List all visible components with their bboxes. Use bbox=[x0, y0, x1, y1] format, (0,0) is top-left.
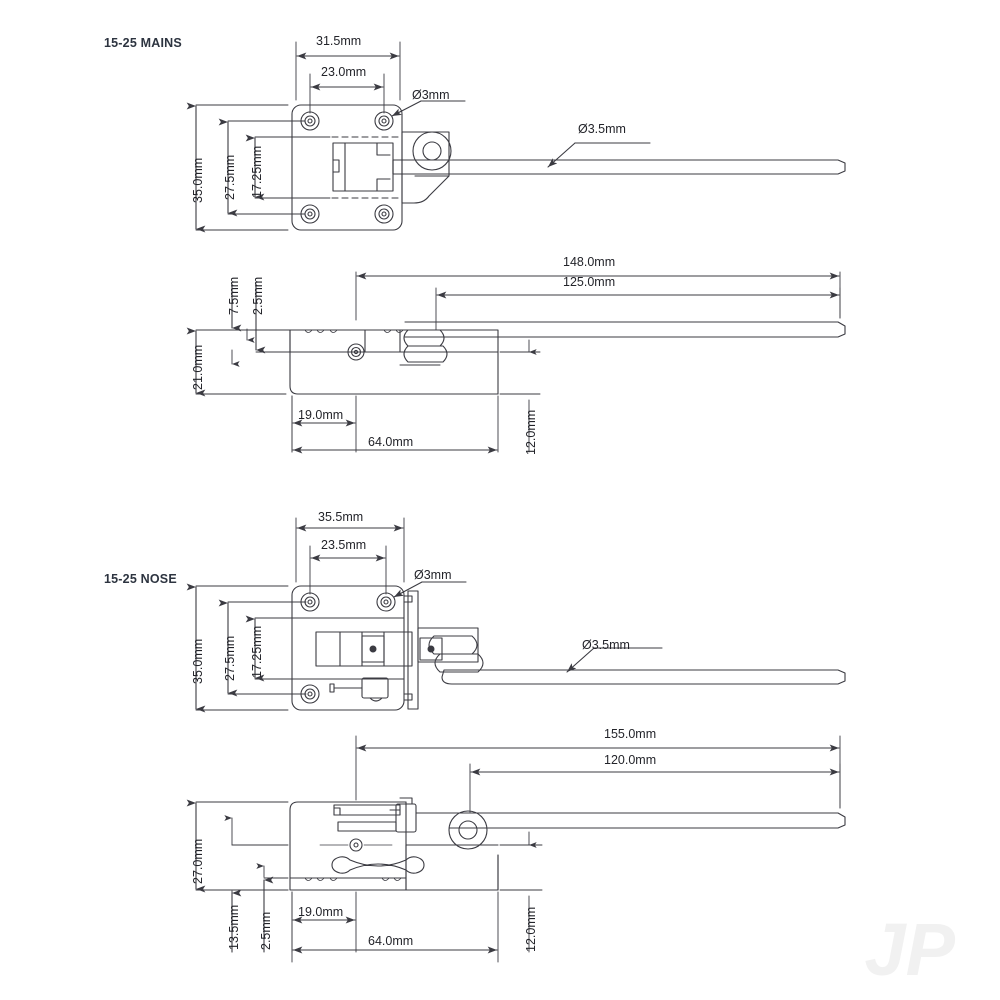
dim-mains-side-body-length: 64.0mm bbox=[368, 435, 414, 449]
mains-title-label: 15-25 MAINS bbox=[104, 36, 182, 50]
dim-nose-side-axle-offset: 19.0mm bbox=[298, 905, 344, 919]
dim-nose-side-overall-length: 155.0mm bbox=[604, 727, 657, 741]
dim-nose-side-leg-height: 12.0mm bbox=[524, 906, 538, 952]
dim-mains-front-hole-width: 23.0mm bbox=[321, 65, 367, 79]
dim-mains-side-overall-length: 148.0mm bbox=[563, 255, 616, 269]
nose-title-label: 15-25 NOSE bbox=[104, 572, 177, 586]
dim-nose-front-height: 35.0mm bbox=[191, 638, 205, 684]
dim-mains-front-height: 35.0mm bbox=[191, 157, 205, 203]
dim-mains-front-wire-dia: Ø3.5mm bbox=[578, 122, 626, 136]
dim-nose-front-inner-height: 17.25mm bbox=[250, 625, 264, 678]
dim-nose-front-hole-height: 27.5mm bbox=[223, 635, 237, 681]
dim-mains-front-hole-height: 27.5mm bbox=[223, 154, 237, 200]
dim-nose-side-plate-thickness: 2.5mm bbox=[259, 911, 273, 950]
dim-mains-side-axle-offset: 19.0mm bbox=[298, 408, 344, 422]
dim-mains-side-body-height: 21.0mm bbox=[191, 344, 205, 390]
dim-nose-front-wire-dia: Ø3.5mm bbox=[582, 638, 630, 652]
svg-text:JP: JP bbox=[864, 908, 955, 991]
dim-nose-side-body-height: 27.0mm bbox=[191, 838, 205, 884]
dim-mains-side-top-offset: 7.5mm bbox=[227, 276, 241, 315]
jp-watermark-logo: JP bbox=[864, 908, 955, 991]
dim-nose-side-body-length: 64.0mm bbox=[368, 934, 414, 948]
dim-mains-front-inner-height: 17.25mm bbox=[250, 145, 264, 198]
dim-nose-front-hole-width: 23.5mm bbox=[321, 538, 367, 552]
dim-nose-side-base-height: 13.5mm bbox=[227, 904, 241, 950]
dim-mains-side-leg-height: 12.0mm bbox=[524, 409, 538, 455]
dim-nose-front-hole-dia: Ø3mm bbox=[414, 568, 452, 582]
dim-nose-front-width: 35.5mm bbox=[318, 510, 364, 524]
dim-mains-front-hole-dia: Ø3mm bbox=[412, 88, 450, 102]
dim-mains-front-width: 31.5mm bbox=[316, 34, 362, 48]
dim-mains-side-wire-length: 125.0mm bbox=[563, 275, 616, 289]
dim-mains-side-plate-thickness: 2.5mm bbox=[251, 276, 265, 315]
dim-nose-side-wire-length: 120.0mm bbox=[604, 753, 657, 767]
